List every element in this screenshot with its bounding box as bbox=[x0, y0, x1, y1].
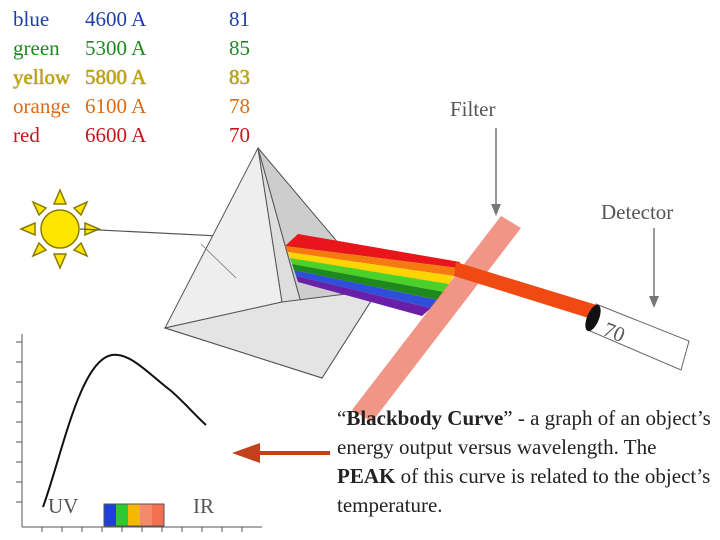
caption-peak: PEAK bbox=[337, 464, 396, 488]
filter-label: Filter bbox=[450, 97, 496, 121]
detector-pointer bbox=[649, 228, 659, 308]
caption-part-2: of this curve is related to the object’s… bbox=[337, 464, 711, 517]
table-value-orange: 78 bbox=[229, 94, 250, 118]
table-wavelength-blue: 4600 A bbox=[85, 7, 147, 31]
ir-label: IR bbox=[193, 494, 214, 518]
caption-part-1: ” - a graph of an object’s energy output… bbox=[337, 406, 711, 459]
table-value-red: 70 bbox=[229, 123, 250, 147]
table-color-blue: blue bbox=[13, 7, 50, 31]
arrow-left-icon bbox=[232, 443, 330, 463]
table-value-yellow: 83 bbox=[229, 65, 250, 89]
table-color-green: green bbox=[13, 36, 60, 60]
graph-axes bbox=[16, 334, 262, 532]
table-wavelength-green: 5300 A bbox=[85, 36, 147, 60]
filter-pointer bbox=[491, 128, 501, 216]
caption-text: “Blackbody Curve” - a graph of an object… bbox=[337, 404, 717, 520]
table-value-blue: 81 bbox=[229, 7, 250, 31]
table-value-green: 85 bbox=[229, 36, 250, 60]
sun-icon bbox=[19, 188, 101, 270]
detector-icon bbox=[585, 303, 690, 371]
table-color-red: red bbox=[13, 123, 40, 147]
caption-term: Blackbody Curve bbox=[346, 406, 504, 430]
caption-open-quote: “ bbox=[337, 406, 347, 430]
prism-icon bbox=[163, 146, 379, 380]
detector-label: Detector bbox=[601, 200, 674, 224]
table-wavelength-yellow: 5800 A bbox=[85, 65, 147, 89]
blackbody-curve bbox=[42, 353, 207, 508]
table-color-yellow: yellow bbox=[13, 65, 71, 89]
table-color-orange: orange bbox=[13, 94, 71, 118]
uv-label: UV bbox=[48, 494, 79, 518]
table-wavelength-orange: 6100 A bbox=[85, 94, 147, 118]
spectrum-fan bbox=[285, 234, 460, 316]
spectrum-bar bbox=[103, 503, 165, 527]
filter-bar bbox=[352, 216, 521, 422]
table-wavelength-red: 6600 A bbox=[85, 123, 147, 147]
transmitted-beam bbox=[454, 262, 600, 320]
